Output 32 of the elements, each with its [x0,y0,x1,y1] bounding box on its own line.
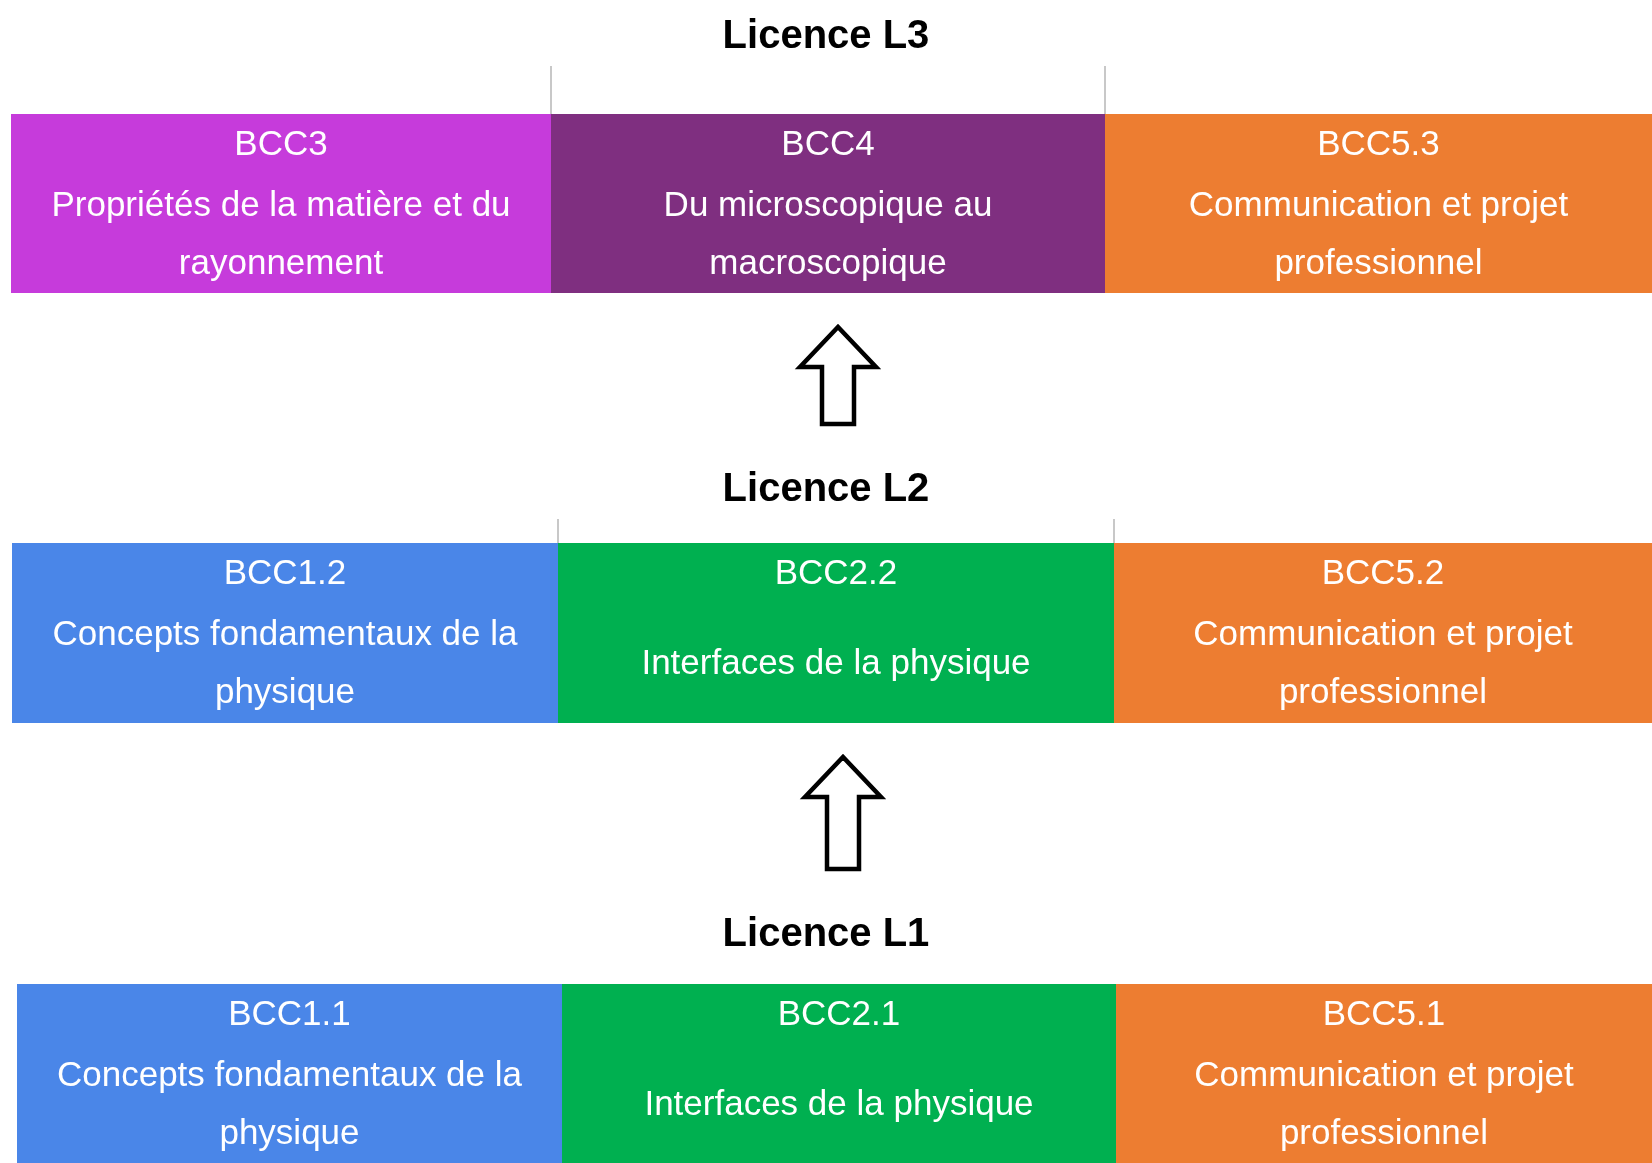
block-code: BCC1.2 [223,551,347,593]
block-code: BCC1.1 [228,992,351,1034]
block-title: Propriétés de la matière et du rayonnement [50,182,512,283]
block-code: BCC2.2 [774,551,898,593]
course-block [12,543,558,723]
course-block [558,543,1114,723]
level-heading: Licence L1 [722,909,930,955]
course-block [17,984,562,1163]
block-code: BCC5.1 [1322,992,1446,1034]
block-arrow [794,323,882,427]
block-title: Du microscopique au macroscopique [662,182,994,283]
level-heading: Licence L3 [722,11,930,57]
block-code: BCC5.3 [1317,122,1440,164]
block-title: Interfaces de la physique [641,641,1031,683]
block-title: Interfaces de la physique [644,1081,1034,1124]
course-block [1116,984,1652,1163]
block-code: BCC5.2 [1321,551,1445,593]
course-block [1105,114,1652,293]
block-code: BCC3 [234,122,328,164]
block-title: Concepts fondamentaux de la physique [51,612,519,712]
block-arrow [799,753,887,872]
block-code: BCC4 [781,122,875,164]
block-title: Communication et projet professionnel [1192,612,1574,712]
block-title: Concepts fondamentaux de la physique [55,1052,523,1153]
level-heading: Licence L2 [722,464,930,510]
course-block [1114,543,1652,723]
course-block [11,114,551,293]
course-block [551,114,1105,293]
block-title: Communication et projet professionnel [1193,1052,1575,1153]
block-code: BCC2.1 [777,992,901,1034]
block-title: Communication et projet professionnel [1187,182,1570,283]
course-block [562,984,1116,1163]
